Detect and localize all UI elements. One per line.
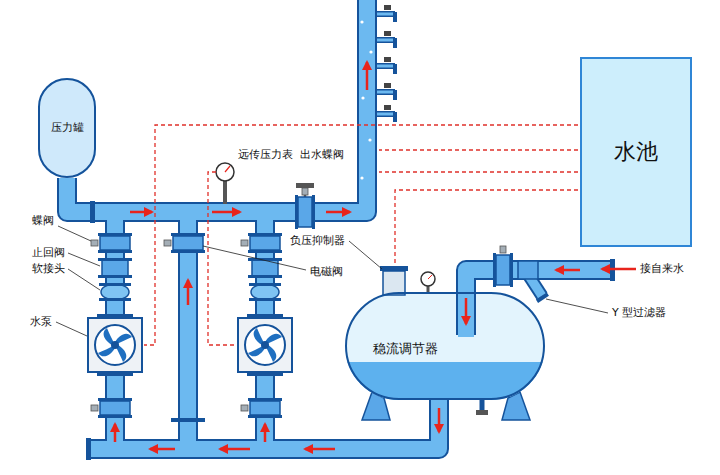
tap (377, 57, 395, 74)
part-label: 出水蝶阀 (300, 148, 344, 161)
flow-arrow (556, 269, 580, 272)
drain-pipe (480, 398, 485, 412)
flow-arrow (305, 448, 335, 451)
filter-cap (536, 293, 549, 303)
tap (377, 5, 395, 22)
control-line (144, 125, 578, 345)
node-text: 水池 (614, 139, 658, 165)
node-text: 稳流调节器 (373, 341, 438, 357)
leader-line (203, 246, 306, 270)
part-label: 电磁阀 (310, 265, 343, 278)
pressure-gauge (216, 163, 234, 181)
butterfly-valve (91, 233, 132, 253)
part-label: 接自来水 (640, 262, 684, 275)
bubble (368, 138, 371, 141)
part-label: 止回阀 (32, 246, 65, 259)
node-shape (581, 58, 691, 246)
pressure-gauge (421, 272, 435, 286)
flow-arrow (438, 408, 441, 432)
bubble (360, 176, 363, 179)
flow-arrow (150, 448, 175, 451)
negative-pressure-suppressor (383, 271, 405, 295)
pipe-outline (67, 0, 612, 449)
butterfly-valve (91, 398, 132, 418)
leader-line (58, 226, 91, 241)
flow-arrow (130, 211, 152, 214)
valve-handle (296, 183, 314, 188)
solenoid-valve (164, 233, 205, 253)
leader-line (68, 253, 100, 266)
check-valve (248, 258, 282, 278)
flow-arrow (602, 268, 636, 271)
tap (377, 31, 395, 48)
part-label: 远传压力表 (238, 148, 293, 161)
part-label: 软接头 (32, 262, 65, 275)
flange (171, 418, 205, 422)
butterfly-valve (241, 398, 282, 418)
outlet-butterfly-valve (295, 188, 315, 229)
bubble (360, 20, 363, 23)
leader-line (546, 299, 608, 313)
flow-arrow (220, 448, 250, 451)
tap (377, 105, 395, 122)
flow-arrow (264, 424, 267, 442)
control-line (379, 149, 578, 150)
flow-arrow (187, 280, 190, 305)
part-label: 负压抑制器 (290, 234, 345, 247)
inner-pipe (458, 292, 474, 337)
butterfly-valve (241, 233, 282, 253)
drain-valve (476, 410, 488, 415)
pipe-fill (67, 0, 612, 449)
node-shape (346, 293, 544, 399)
inlet-valve (493, 246, 513, 287)
pipe-end-flange (86, 438, 91, 460)
control-line (395, 190, 578, 264)
flow-arrow (366, 62, 369, 90)
pressure-tank: 压力罐 (38, 78, 96, 178)
node-shape (39, 79, 95, 177)
control-line (208, 172, 236, 345)
water-pool: 水池 (580, 57, 692, 247)
y-filter (518, 261, 538, 279)
flow-arrow (465, 298, 468, 324)
node-text: 压力罐 (51, 121, 84, 134)
part-label: 蝶阀 (32, 214, 54, 227)
flow-arrow (114, 424, 117, 442)
part-label: 水泵 (30, 315, 52, 328)
pump (238, 314, 292, 376)
part-label: Y 型过滤器 (612, 306, 666, 319)
gauge-needle (225, 166, 230, 172)
leader-line (349, 241, 382, 269)
pressure-tank-body (38, 78, 96, 178)
gauge-stem (427, 286, 430, 293)
flow-arrow (326, 211, 350, 214)
bubble (361, 96, 364, 99)
flow-arrow (212, 211, 240, 214)
gauge-stem (223, 180, 227, 204)
pump (88, 314, 142, 376)
gauge-needle (428, 275, 432, 279)
leader-line (56, 322, 87, 336)
leader-line (68, 269, 100, 290)
check-valve (98, 258, 132, 278)
control-line (379, 171, 578, 172)
tap (377, 83, 395, 100)
regulator-tank: 稳流调节器 (345, 292, 545, 400)
soft-joint (99, 283, 131, 301)
flange (90, 201, 95, 223)
bubble (369, 50, 372, 53)
soft-joint (249, 283, 281, 301)
